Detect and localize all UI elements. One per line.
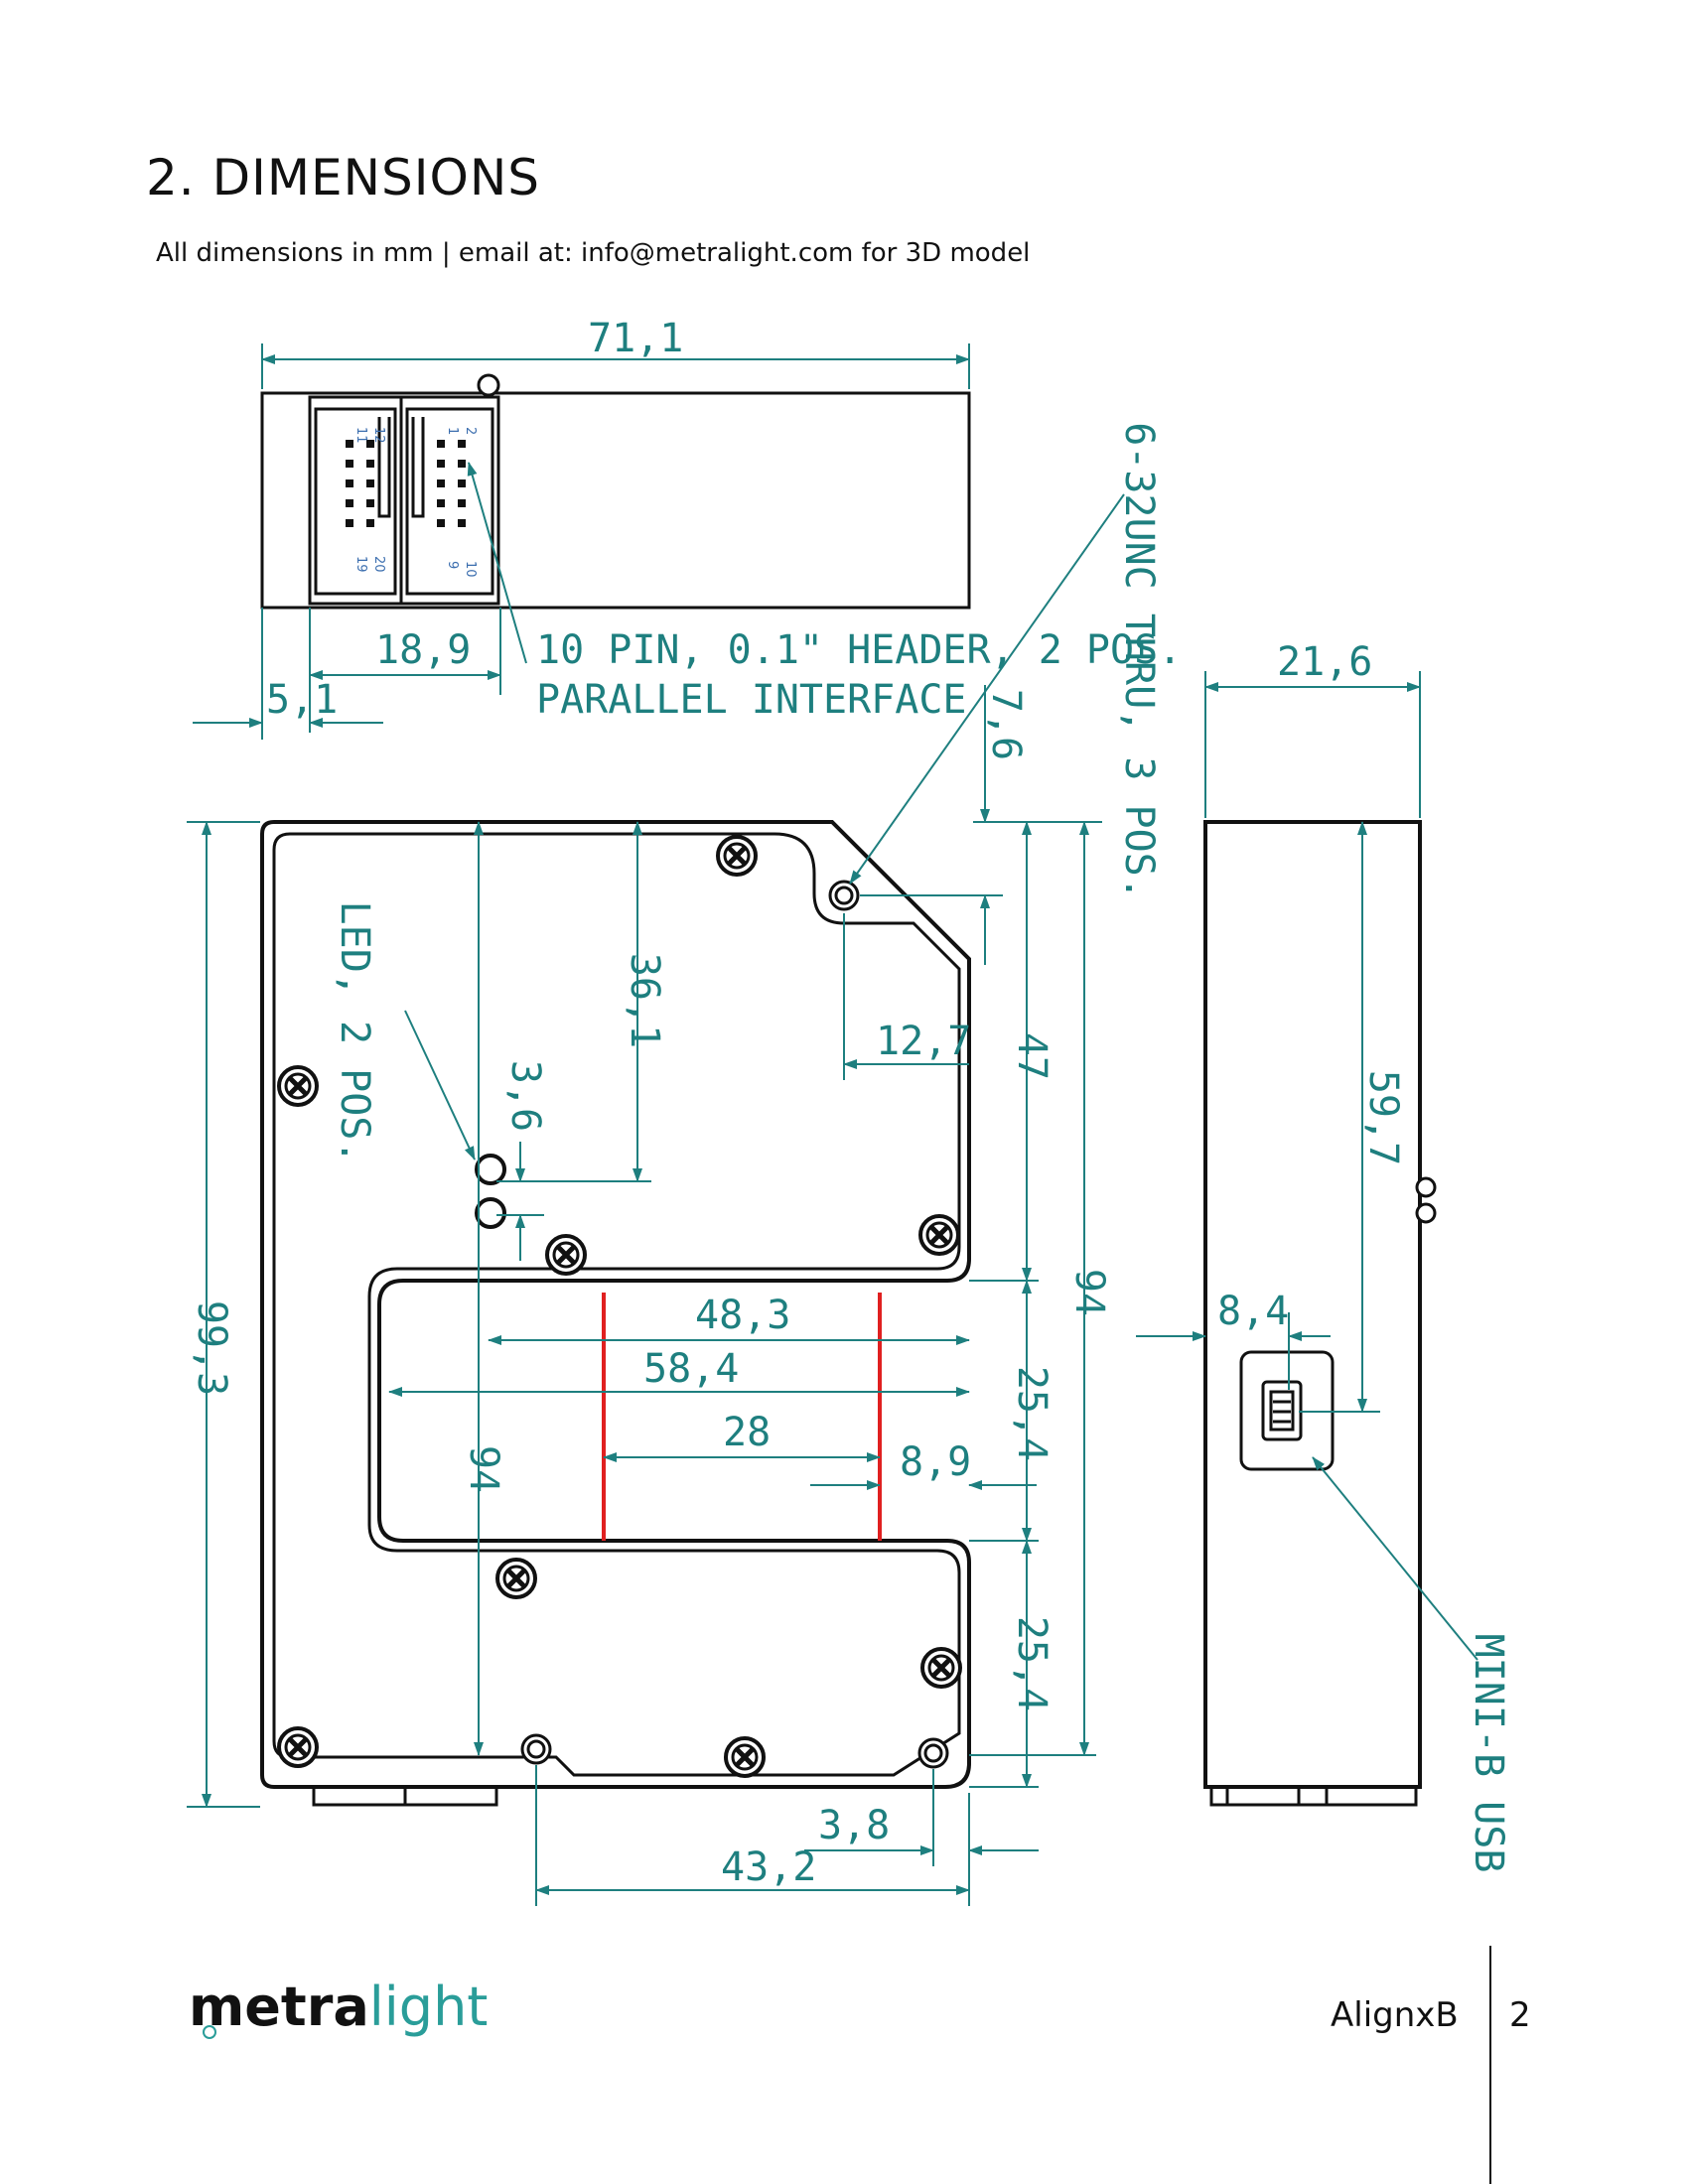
pin-label-9: 9: [445, 561, 460, 569]
side-view: 21,6 59,7 8,4 MINI-B USB: [1136, 639, 1511, 1872]
pin-label-1: 1: [445, 427, 460, 435]
logo-text-light: light: [368, 1976, 489, 2038]
metralight-logo: metralight: [189, 1976, 488, 2038]
dim-12-7: 12,7: [876, 1019, 971, 1064]
dim-94-right: 94: [1066, 1269, 1112, 1316]
dim-59-7: 59,7: [1360, 1070, 1406, 1165]
led-indicator: [475, 1154, 506, 1185]
screw-icon: [279, 1728, 317, 1766]
dim-71-1: 71,1: [588, 316, 683, 361]
pin-label-2: 2: [463, 427, 478, 435]
dim-18-9: 18,9: [375, 627, 471, 673]
page-title: 2. DIMENSIONS: [146, 149, 540, 206]
dim-94-inner: 94: [461, 1445, 506, 1493]
dim-8-9: 8,9: [900, 1439, 971, 1485]
dim-58-4: 58,4: [643, 1346, 739, 1392]
thru-holes: [520, 880, 949, 1769]
dim-47: 47: [1009, 1032, 1055, 1080]
header-pins: [346, 440, 466, 527]
header-label-line1: 10 PIN, 0.1" HEADER, 2 POS.: [536, 627, 1182, 673]
screw-icon: [922, 1649, 960, 1687]
dim-3-8: 3,8: [818, 1803, 890, 1848]
product-name: AlignxB: [1331, 1995, 1459, 2035]
dim-36-1: 36,1: [622, 953, 667, 1048]
led-label: LED, 2 POS.: [332, 901, 377, 1164]
dim-25-4-lower: 25,4: [1009, 1616, 1055, 1711]
screw-icon: [497, 1560, 535, 1597]
dim-28: 28: [723, 1410, 771, 1455]
screw-icon: [726, 1738, 764, 1776]
dim-8-4: 8,4: [1217, 1289, 1289, 1334]
footer-divider: [1489, 1946, 1491, 2184]
dim-25-4-upper: 25,4: [1009, 1366, 1055, 1461]
pin-label-19: 19: [353, 556, 368, 573]
front-view: 99,3 94 36,1 3,6 LED, 2 POS. 12,7 7,6 6-…: [187, 422, 1162, 1906]
usb-label: MINI-B USB: [1466, 1634, 1511, 1873]
led-indicator: [475, 1197, 506, 1229]
dim-3-6: 3,6: [502, 1060, 548, 1132]
screw-icon: [279, 1067, 317, 1105]
logo-text-bold: metra: [189, 1976, 369, 2038]
dim-99-3: 99,3: [189, 1300, 234, 1396]
pin-label-11: 11: [353, 427, 368, 444]
screw-icon: [547, 1236, 585, 1274]
dim-48-3: 48,3: [695, 1293, 790, 1338]
page-number: 2: [1509, 1995, 1531, 2035]
dim-21-6: 21,6: [1277, 639, 1372, 685]
header-label-line2: PARALLEL INTERFACE: [536, 677, 966, 723]
screw-icon: [920, 1216, 958, 1254]
pin-label-10: 10: [463, 561, 478, 578]
dim-43-2: 43,2: [721, 1844, 816, 1890]
page-subtitle: All dimensions in mm | email at: info@me…: [156, 238, 1031, 268]
header-connector: [308, 395, 500, 606]
top-view: 12 11 20 19 2 1 10 9 71,1 18,9 5,1 10 PI…: [193, 316, 1182, 740]
logo-dot-icon: [203, 2025, 216, 2039]
dim-7-6: 7,6: [983, 689, 1029, 760]
screw-icon: [718, 837, 756, 875]
pin-label-12: 12: [371, 427, 386, 444]
pin-label-20: 20: [371, 556, 386, 573]
thread-label: 6-32UNC THRU, 3 POS.: [1116, 422, 1162, 900]
dim-5-1: 5,1: [266, 677, 338, 723]
